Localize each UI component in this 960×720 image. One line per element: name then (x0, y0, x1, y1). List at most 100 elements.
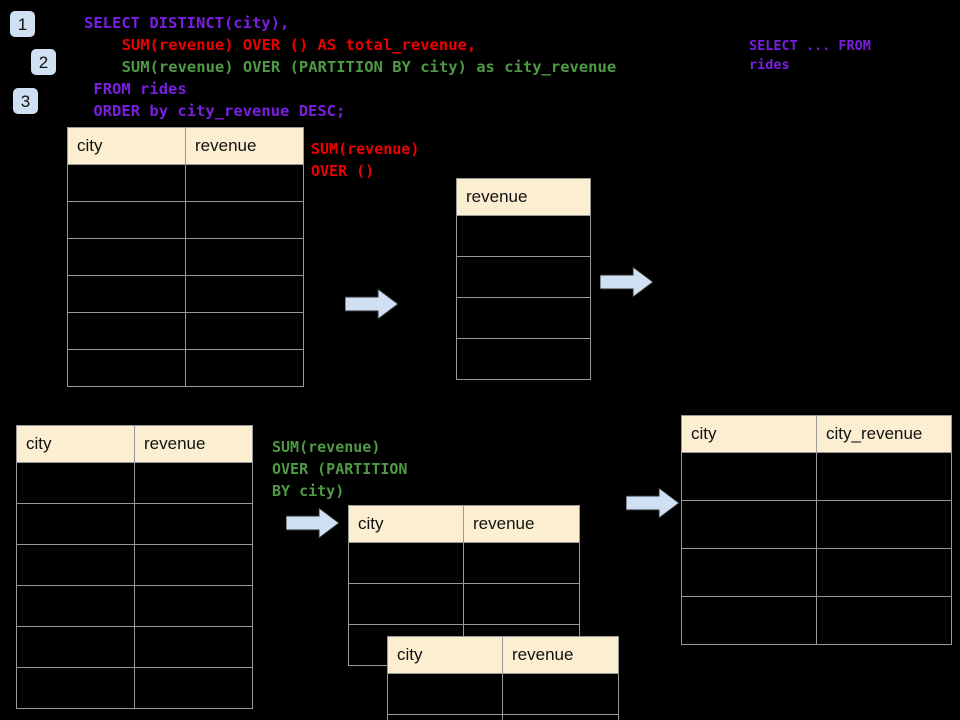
table-row (16, 544, 253, 586)
table-row (67, 349, 304, 387)
table-cell (185, 164, 304, 202)
table-cell (185, 238, 304, 276)
table-row (16, 626, 253, 668)
table-cell (134, 667, 253, 709)
table-cell (185, 312, 304, 350)
step-badge-1: 1 (10, 11, 35, 37)
table-row (681, 548, 952, 597)
sql-line-4: FROM rides (93, 80, 187, 98)
total-revenue-table: revenue (456, 178, 591, 380)
table-row (67, 275, 304, 313)
column-header-city: city (16, 425, 135, 463)
table-row (16, 667, 253, 709)
table-cell (456, 338, 591, 380)
table-cell (16, 667, 135, 709)
arrow-shape-icon (344, 288, 399, 320)
table-cell (16, 544, 135, 586)
arrow-source-to-total (344, 288, 399, 320)
table-cell (134, 626, 253, 668)
table-cell (67, 312, 186, 350)
column-header-city_revenue: city_revenue (816, 415, 952, 453)
table-cell (185, 349, 304, 387)
step-badge-3: 3 (13, 88, 38, 114)
sql-query-block: SELECT DISTINCT(city),SUM(revenue) OVER … (84, 12, 616, 122)
table-header-row: revenue (456, 178, 591, 216)
table-row (681, 452, 952, 501)
table-cell (681, 500, 817, 549)
table-cell (456, 215, 591, 257)
table-row (456, 215, 591, 257)
table-cell (816, 548, 952, 597)
table-cell (348, 542, 464, 584)
table-cell (134, 585, 253, 627)
table-cell (348, 583, 464, 625)
column-header-city: city (67, 127, 186, 165)
column-header-revenue: revenue (456, 178, 591, 216)
table-cell (16, 503, 135, 545)
table-cell (463, 542, 580, 584)
table-row (348, 583, 580, 625)
sum-over-empty-note: SUM(revenue) OVER () (311, 140, 420, 180)
column-header-city: city (681, 415, 817, 453)
table-row (348, 542, 580, 584)
table-cell (134, 503, 253, 545)
table-cell (816, 452, 952, 501)
table-cell (816, 500, 952, 549)
table-cell (134, 544, 253, 586)
table-cell (816, 596, 952, 645)
sql-line-3: SUM(revenue) OVER (PARTITION BY city) as… (121, 58, 617, 76)
table-row (681, 500, 952, 549)
table-cell (67, 275, 186, 313)
table-row (16, 585, 253, 627)
arrow-shape-icon (599, 266, 654, 298)
sum-over-partition-note: SUM(revenue) OVER (PARTITION BY city) (272, 438, 408, 500)
table-cell (67, 238, 186, 276)
column-header-revenue: revenue (185, 127, 304, 165)
table-row (67, 312, 304, 350)
table-cell (134, 462, 253, 504)
table-cell (502, 714, 619, 720)
column-header-city: city (387, 636, 503, 674)
table-row (387, 714, 619, 720)
table-cell (185, 201, 304, 239)
table-cell (185, 275, 304, 313)
column-header-revenue: revenue (463, 505, 580, 543)
table-row (387, 673, 619, 715)
table-cell (387, 673, 503, 715)
table-cell (463, 583, 580, 625)
column-header-revenue: revenue (134, 425, 253, 463)
table-row (16, 462, 253, 504)
step-badge-2: 2 (31, 49, 56, 75)
arrow-shape-icon (285, 507, 340, 539)
table-cell (387, 714, 503, 720)
table-row (456, 256, 591, 298)
arrow-partition-to-result (625, 487, 680, 519)
table-cell (456, 297, 591, 339)
arrow-total-to-result (599, 266, 654, 298)
table-row (456, 338, 591, 380)
table-cell (16, 626, 135, 668)
select-from-rides-note: SELECT ... FROM rides (749, 38, 871, 73)
sql-line-2: SUM(revenue) OVER () AS total_revenue, (121, 36, 477, 54)
table-row (681, 596, 952, 645)
table-row (67, 238, 304, 276)
table-cell (16, 462, 135, 504)
arrow-shape-icon (625, 487, 680, 519)
table-cell (16, 585, 135, 627)
table-row (456, 297, 591, 339)
table-cell (67, 349, 186, 387)
column-header-revenue: revenue (502, 636, 619, 674)
table-row (67, 164, 304, 202)
table-row (67, 201, 304, 239)
table-cell (456, 256, 591, 298)
column-header-city: city (348, 505, 464, 543)
table-cell (502, 673, 619, 715)
arrow-source-to-partition (285, 507, 340, 539)
table-row (16, 503, 253, 545)
